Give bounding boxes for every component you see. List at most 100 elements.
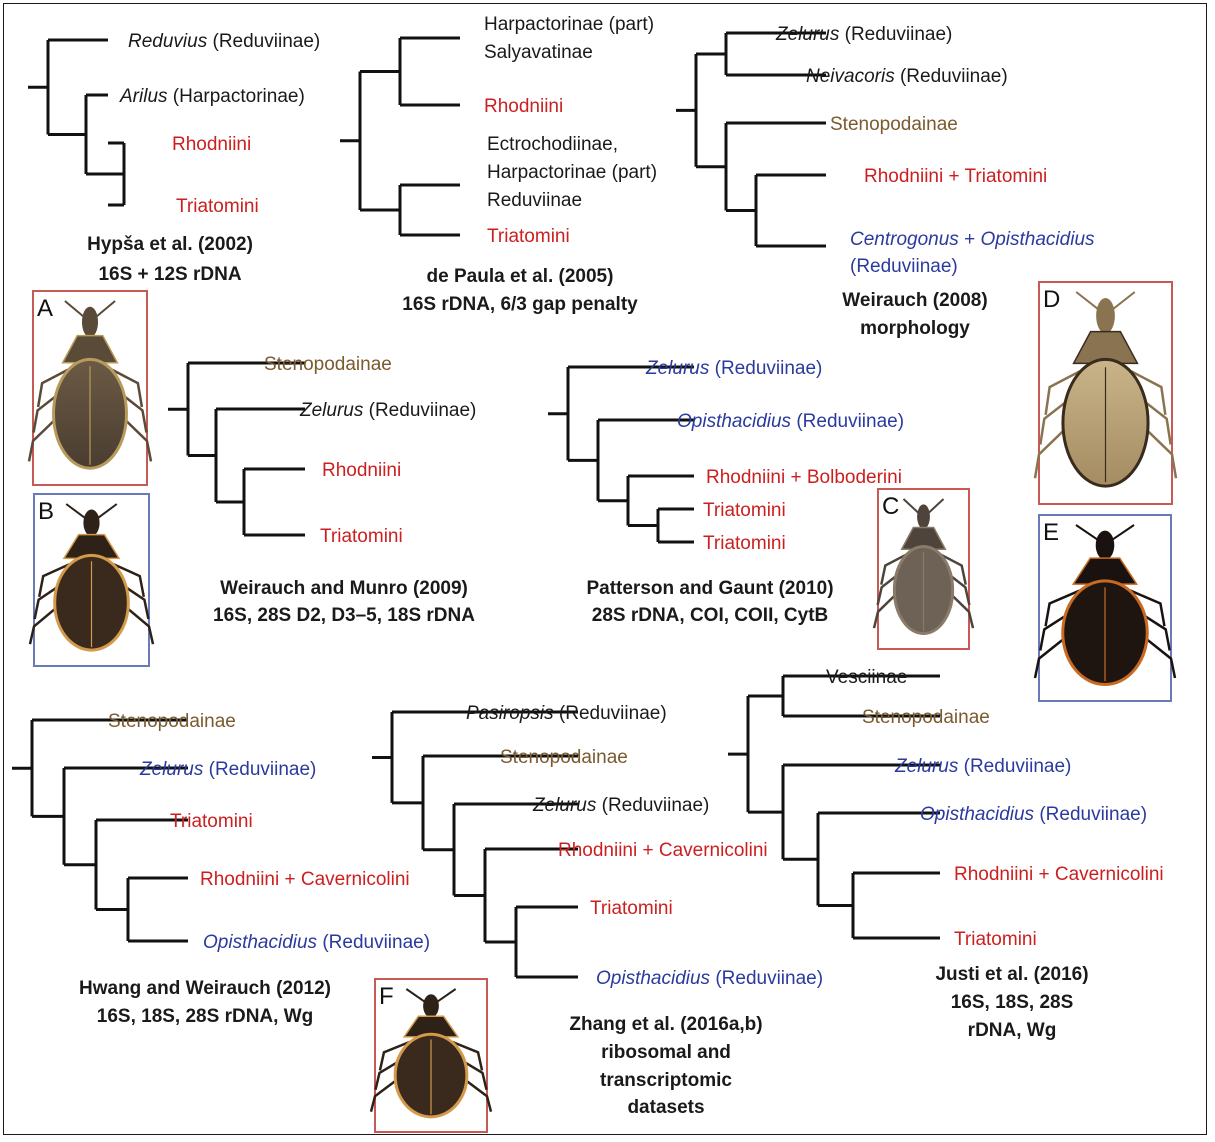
leaf-label: Arilus (Harpactorinae) (119, 86, 305, 107)
leaf-label-part: (Reduviinae) (895, 66, 1008, 87)
leaf-label-part: Rhodniini + Bolboderini (706, 467, 902, 488)
leaf-label: Rhodniini + Cavernicolini (200, 869, 410, 890)
leaf-label-part: Harpactorinae (part) (487, 162, 657, 183)
leaf-label: Triatomini (320, 526, 403, 547)
leaf-label: Triatomini (703, 500, 786, 521)
leaf-label-part: Rhodniini (172, 134, 251, 155)
tree-caption: Hwang and Weirauch (2012) (79, 978, 331, 999)
leaf-label: Opisthacidius (Reduviinae) (920, 804, 1147, 825)
leaf-label-part: Opisthacidius (980, 229, 1095, 250)
leaf-label: Zelurus (Reduviinae) (894, 756, 1071, 777)
insect-head (1096, 531, 1115, 560)
leaf-label-part: Rhodniini + Triatomini (864, 166, 1047, 187)
leaf-label-part: Zelurus (299, 400, 364, 421)
leaf-label: Stenopodainae (500, 747, 628, 768)
leaf-label: Triatomini (703, 533, 786, 554)
tree-caption: rDNA, Wg (968, 1020, 1057, 1041)
leaf-label-part: (Reduviinae) (710, 968, 823, 989)
leaf-label-part: (Reduviinae) (1034, 804, 1147, 825)
leaf-label-part: (Reduviinae) (958, 756, 1071, 777)
leaf-label: Centrogonus + Opisthacidius (850, 229, 1095, 250)
leaf-label-part: Zelurus (775, 24, 840, 45)
leaf-label-part: Zelurus (139, 759, 204, 780)
leaf-label: Harpactorinae (part) (487, 162, 657, 183)
leaf-label-part: (Harpactorinae) (168, 86, 305, 107)
tree-caption: Justi et al. (2016) (935, 964, 1088, 985)
leaf-label-part: Centrogonus (850, 229, 959, 250)
tree-caption: 16S rDNA, 6/3 gap penalty (402, 294, 638, 315)
leaf-label-part: Zelurus (645, 358, 710, 379)
tree-caption: ribosomal and (601, 1042, 731, 1063)
leaf-label-part: (Reduviinae) (203, 759, 316, 780)
leaf-label-part: Rhodniini + Cavernicolini (558, 840, 768, 861)
specimen-photo: E (1035, 515, 1175, 701)
leaf-label: Stenopodainae (862, 707, 990, 728)
tree-caption: Weirauch and Munro (2009) (220, 578, 468, 599)
phylogeny-tree: Zelurus (Reduviinae)Opisthacidius (Reduv… (548, 358, 904, 626)
leaf-label: Ectrochodiinae, (487, 134, 618, 155)
tree-caption: 28S rDNA, COI, COII, CytB (592, 605, 829, 626)
tree-caption: datasets (627, 1097, 704, 1118)
leaf-label-part: Zelurus (532, 795, 597, 816)
specimen-letter: B (38, 498, 54, 525)
leaf-label-part: Triatomini (703, 500, 786, 521)
tree-caption: Weirauch (2008) (842, 290, 987, 311)
leaf-label-part: (Reduviinae) (791, 411, 904, 432)
leaf-label-part: (Reduviinae) (709, 358, 822, 379)
leaf-label-part: Opisthacidius (920, 804, 1035, 825)
leaf-label: Harpactorinae (part) (484, 14, 654, 35)
leaf-label-part: Opisthacidius (203, 932, 318, 953)
leaf-label-part: Triatomini (176, 196, 259, 217)
specimen-photo: F (371, 979, 491, 1132)
leaf-label-part: Pasiropsis (466, 703, 554, 724)
phylogeny-tree: StenopodainaeZelurus (Reduviinae)Rhodnii… (168, 354, 476, 626)
tree-caption: Patterson and Gaunt (2010) (586, 578, 833, 599)
specimen-letter: F (379, 983, 394, 1010)
leaf-label: Zelurus (Reduviinae) (645, 358, 822, 379)
leaf-label: Opisthacidius (Reduviinae) (596, 968, 823, 989)
specimen-photo: C (874, 489, 973, 649)
leaf-label: Stenopodainae (108, 711, 236, 732)
leaf-label-part: (Reduviinae) (839, 24, 952, 45)
leaf-label-part: (Reduviinae) (596, 795, 709, 816)
leaf-label: Vesciinae (826, 667, 907, 688)
leaf-label-part: Vesciinae (826, 667, 907, 688)
leaf-label: Rhodniini (322, 460, 401, 481)
leaf-label-part: (Reduviinae) (554, 703, 667, 724)
insect-head (917, 504, 930, 528)
leaf-label: Triatomini (487, 226, 570, 247)
leaf-label: Triatomini (954, 929, 1037, 950)
leaf-label-part: Opisthacidius (677, 411, 792, 432)
specimen-photo: D (1035, 282, 1176, 504)
leaf-label: Zelurus (Reduviinae) (532, 795, 709, 816)
leaf-label: Rhodniini + Cavernicolini (954, 864, 1164, 885)
leaf-label: Opisthacidius (Reduviinae) (203, 932, 430, 953)
insect-head (423, 994, 439, 1017)
leaf-label-part: Harpactorinae (part) (484, 14, 654, 35)
leaf-label-part: Triatomini (170, 811, 253, 832)
leaf-label-part: Triatomini (590, 898, 673, 919)
specimen-letter: C (882, 493, 899, 520)
leaf-label-part: Ectrochodiinae, (487, 134, 618, 155)
leaf-label-part: + (959, 229, 981, 250)
leaf-label-part: (Reduviinae) (317, 932, 430, 953)
leaf-label-part: Arilus (119, 86, 168, 107)
tree-caption: de Paula et al. (2005) (427, 266, 614, 287)
tree-caption: 16S + 12S rDNA (98, 264, 241, 285)
tree-caption: 16S, 18S, 28S (951, 992, 1074, 1013)
insect-head (83, 509, 99, 536)
phylogeny-tree: Zelurus (Reduviinae)Neivacoris (Reduviin… (676, 24, 1095, 339)
insect-head (82, 307, 98, 338)
leaf-label-part: Zelurus (894, 756, 959, 777)
leaf-label-part: (Reduviinae) (363, 400, 476, 421)
leaf-label-part: Rhodniini + Cavernicolini (200, 869, 410, 890)
leaf-label: Stenopodainae (830, 114, 958, 135)
leaf-label: Salyavatinae (484, 42, 593, 63)
insect-head (1096, 298, 1115, 334)
leaf-label-part: Opisthacidius (596, 968, 711, 989)
leaf-label-part: Salyavatinae (484, 42, 593, 63)
leaf-label-part: Neivacoris (806, 66, 895, 87)
leaf-label-part: (Reduviinae) (850, 256, 958, 277)
tree-caption: Hypša et al. (2002) (87, 234, 253, 255)
